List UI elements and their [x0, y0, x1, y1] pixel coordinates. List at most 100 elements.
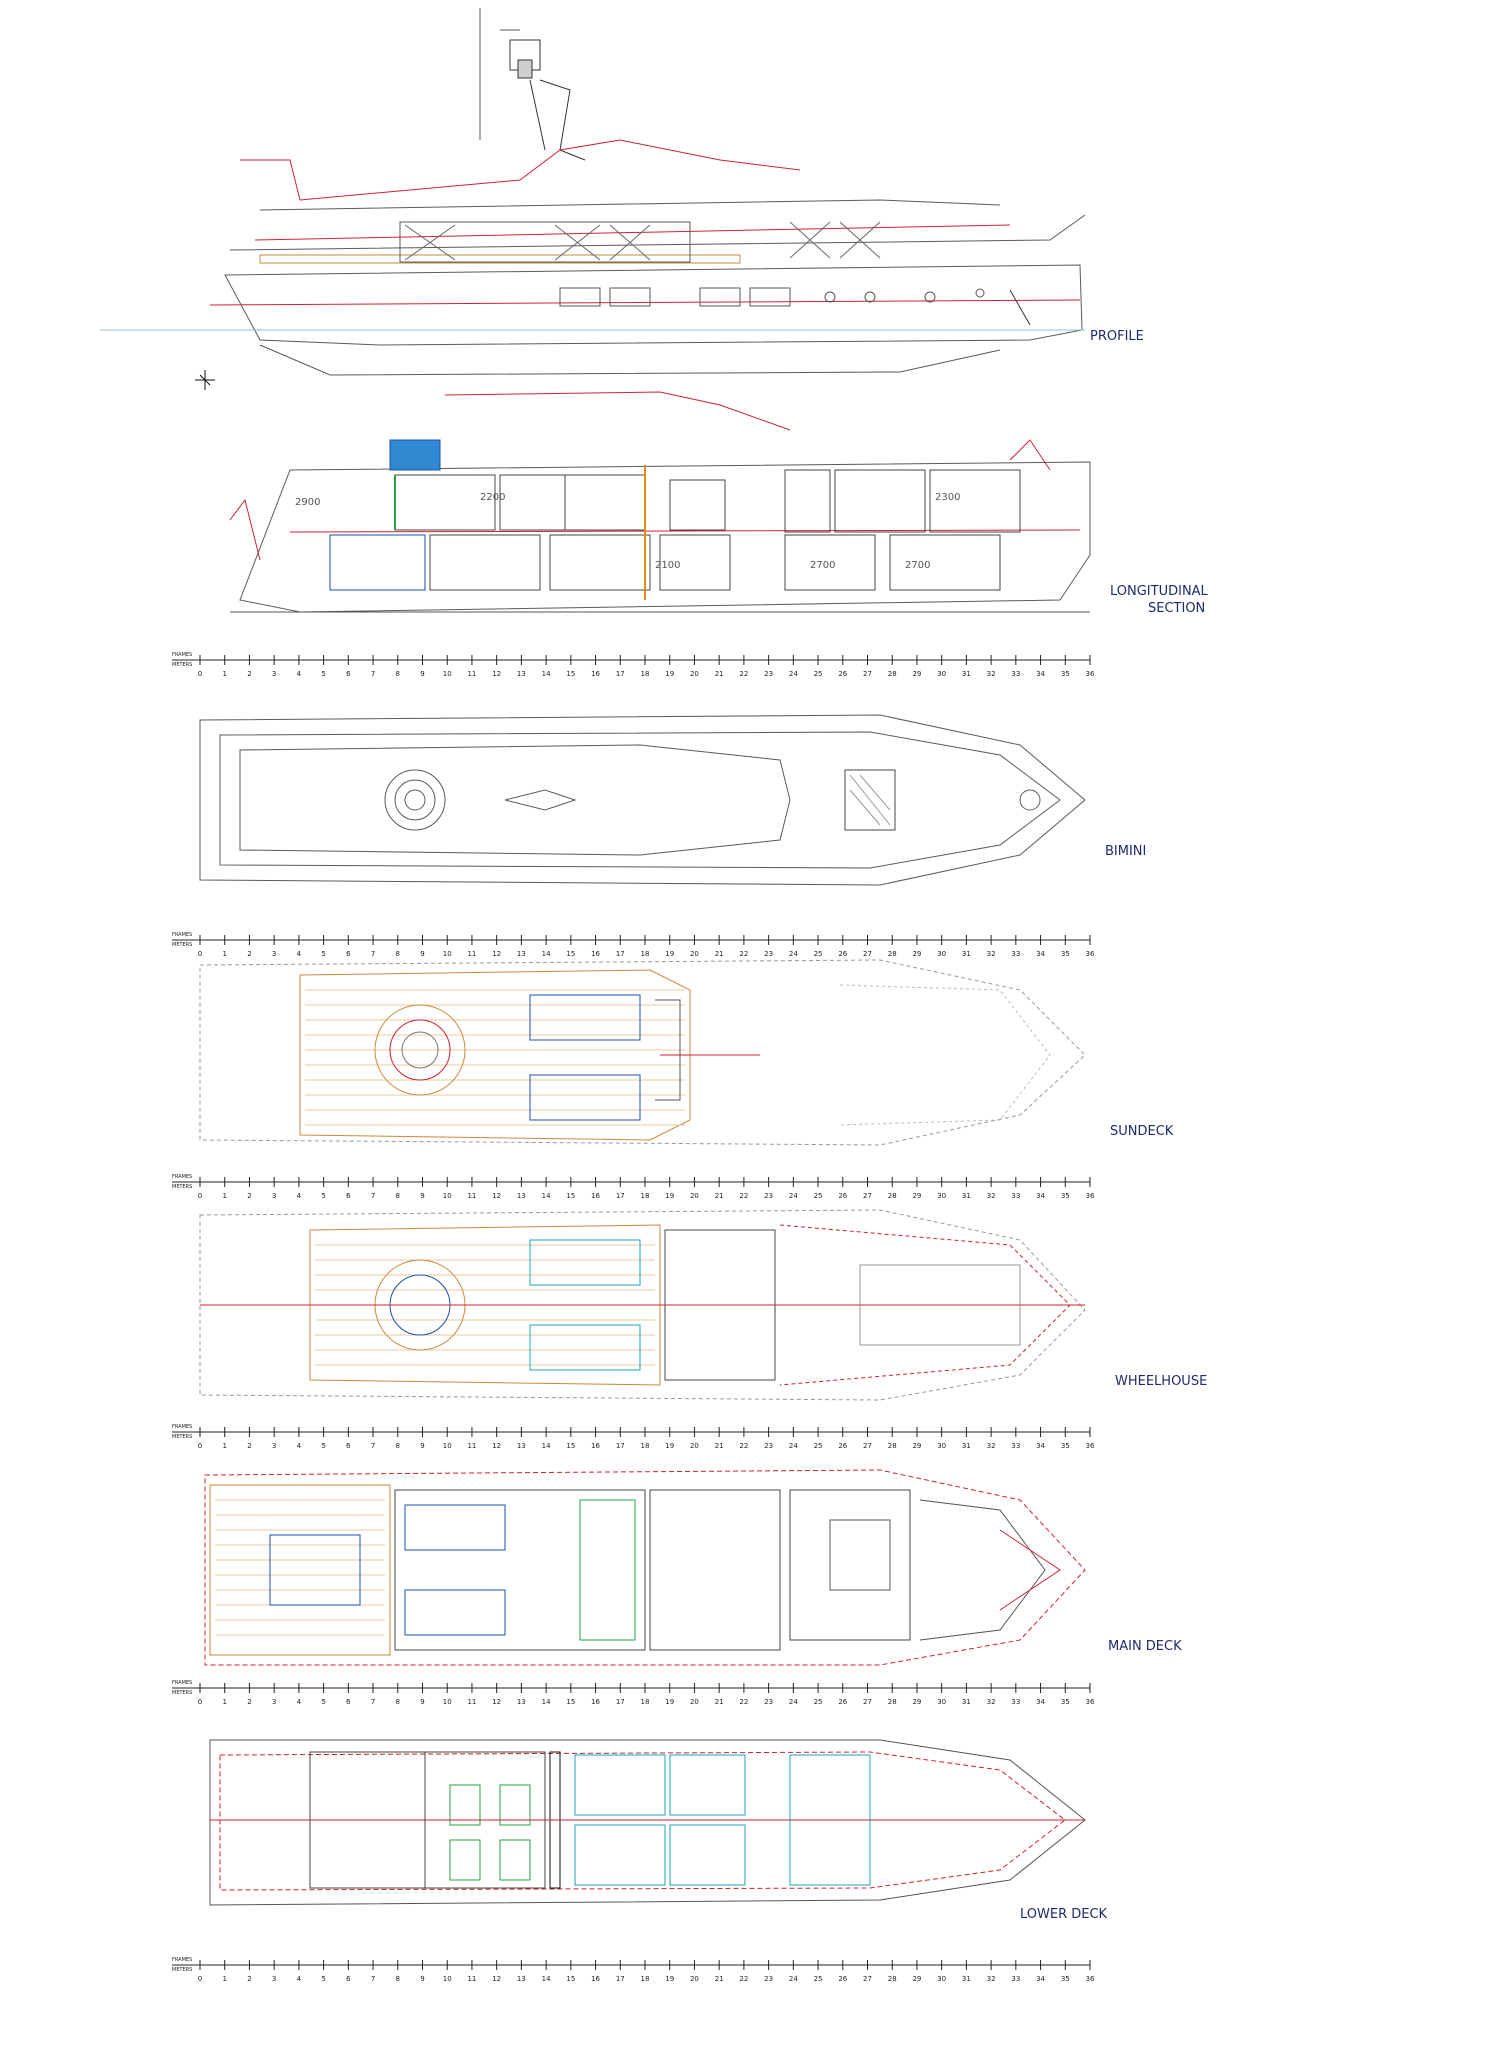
scale-number: 23: [764, 1192, 773, 1200]
scale-number: 16: [591, 1975, 600, 1983]
scale-number: 20: [690, 1192, 699, 1200]
scale-number: 36: [1086, 1975, 1095, 1983]
scale-number: 30: [937, 1975, 946, 1983]
scale-number: 1: [222, 1192, 226, 1200]
scale-number: 12: [492, 1442, 501, 1450]
scale-number: 1: [222, 670, 226, 678]
scale-row-label: METERS: [172, 1967, 192, 1973]
scale-number: 15: [566, 950, 575, 958]
scale-number: 22: [739, 1975, 748, 1983]
scale-number: 15: [566, 1442, 575, 1450]
scale-number: 13: [517, 950, 526, 958]
scale-number: 2: [247, 670, 251, 678]
scale-number: 33: [1011, 670, 1020, 678]
scale-number: 12: [492, 1975, 501, 1983]
scale-number: 35: [1061, 950, 1070, 958]
scale-number: 36: [1086, 1698, 1095, 1706]
scale-number: 22: [739, 1442, 748, 1450]
scale-number: 0: [198, 950, 202, 958]
scale-number: 10: [443, 1442, 452, 1450]
scale-number: 8: [396, 1442, 400, 1450]
scale-number: 10: [443, 1698, 452, 1706]
scale-number: 4: [297, 1442, 302, 1450]
scale-number: 2: [247, 1192, 251, 1200]
scale-number: 9: [420, 1442, 424, 1450]
scale-number: 13: [517, 1192, 526, 1200]
scale-number: 0: [198, 1442, 202, 1450]
scale-number: 5: [321, 670, 325, 678]
scale-number: 21: [715, 670, 724, 678]
scale-number: 27: [863, 1698, 872, 1706]
scale-number: 13: [517, 670, 526, 678]
scale-number: 3: [272, 950, 276, 958]
longitudinal-section-label-line2: SECTION: [1148, 601, 1205, 616]
scale-number: 35: [1061, 670, 1070, 678]
scale-number: 14: [542, 1698, 551, 1706]
scale-row-label: METERS: [172, 662, 192, 668]
scale-number: 26: [838, 950, 847, 958]
scale-number: 25: [814, 1442, 823, 1450]
scale-number: 9: [420, 950, 424, 958]
scale-number: 34: [1036, 1698, 1045, 1706]
scale-number: 9: [420, 1192, 424, 1200]
scale-number: 6: [346, 1975, 351, 1983]
scale-row-label: FRAMES: [172, 932, 192, 938]
scale-number: 17: [616, 950, 625, 958]
scale-number: 25: [814, 1975, 823, 1983]
scale-number: 7: [371, 950, 375, 958]
scale-number: 5: [321, 950, 325, 958]
scale-number: 33: [1011, 1192, 1020, 1200]
scale-number: 21: [715, 950, 724, 958]
scale-row-label: FRAMES: [172, 1680, 192, 1686]
scale-number: 36: [1086, 1192, 1095, 1200]
scale-number: 1: [222, 1975, 226, 1983]
profile-view: [100, 8, 1086, 390]
scale-number: 9: [420, 1698, 424, 1706]
scale-number: 28: [888, 670, 897, 678]
scale-number: 11: [467, 1698, 476, 1706]
scale-number: 12: [492, 1698, 501, 1706]
lower-deck-view: [209, 1739, 1086, 1906]
scale-number: 11: [467, 1442, 476, 1450]
scale-number: 2: [247, 1975, 251, 1983]
scale-number: 19: [665, 950, 674, 958]
scale-number: 2: [247, 1698, 251, 1706]
scale-number: 11: [467, 670, 476, 678]
bimini-view: [199, 714, 1086, 886]
scale-number: 0: [198, 1192, 202, 1200]
scale-number: 17: [616, 1975, 625, 1983]
scale-number: 23: [764, 950, 773, 958]
longitudinal-section-label-line1: LONGITUDINAL: [1110, 584, 1209, 599]
svg-text:2700: 2700: [810, 560, 835, 571]
scale-number: 29: [912, 950, 921, 958]
scale-number: 20: [690, 1442, 699, 1450]
scale-number: 29: [912, 1975, 921, 1983]
scale-number: 17: [616, 670, 625, 678]
scale-number: 4: [297, 1192, 302, 1200]
bimini-label: BIMINI: [1105, 844, 1146, 859]
scale-number: 23: [764, 1442, 773, 1450]
scale-number: 6: [346, 1192, 351, 1200]
scale-number: 31: [962, 1698, 971, 1706]
scale-number: 22: [739, 950, 748, 958]
scale-number: 30: [937, 950, 946, 958]
scale-number: 24: [789, 670, 798, 678]
scale-number: 6: [346, 1442, 351, 1450]
scale-number: 22: [739, 1698, 748, 1706]
scale-number: 20: [690, 950, 699, 958]
scale-number: 3: [272, 670, 276, 678]
scale-number: 1: [222, 1442, 226, 1450]
scale-number: 32: [987, 1192, 996, 1200]
scale-number: 27: [863, 670, 872, 678]
scale-number: 10: [443, 1975, 452, 1983]
scale-number: 23: [764, 670, 773, 678]
scale-number: 27: [863, 1442, 872, 1450]
scale-number: 18: [641, 1442, 650, 1450]
scale-number: 17: [616, 1698, 625, 1706]
scale-number: 6: [346, 670, 351, 678]
scale-number: 8: [396, 1192, 400, 1200]
